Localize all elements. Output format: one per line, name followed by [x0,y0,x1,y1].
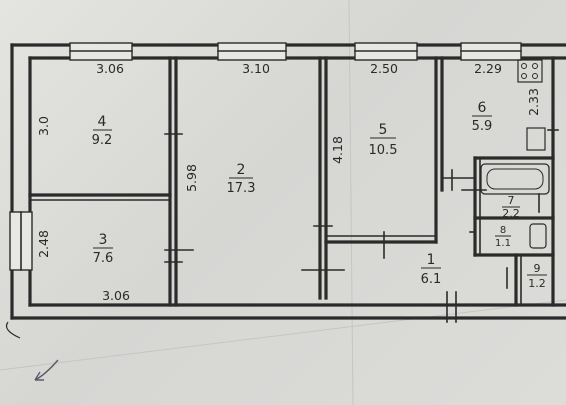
dim-side-room6: 2.33 [526,88,541,116]
room-7-number: 7 [508,194,515,207]
paper-fold-line [348,0,354,405]
kitchen-sink-icon [526,127,546,151]
dim-bottom-room3: 3.06 [102,288,130,303]
room-2-area: 17.3 [227,181,256,196]
room-8-number: 8 [500,225,506,236]
room-6-area: 5.9 [472,119,493,134]
dim-top-room4: 3.06 [96,61,124,76]
outer-walls [10,43,566,320]
stove-icon [517,59,543,83]
dim-top-room5: 2.50 [370,61,398,76]
room-labels: 4 9.2 2 17.3 3 7.6 5 10.5 6 5.9 1 6.1 7 … [92,100,547,290]
room-3-area: 7.6 [93,251,114,266]
room-1-area: 6.1 [421,272,442,287]
room-9-number: 9 [534,262,541,275]
room-5-area: 10.5 [369,143,398,158]
room-1-number: 1 [427,252,436,268]
room-9-area: 1.2 [528,277,546,290]
interior-walls [28,56,555,307]
dim-side-room3: 2.48 [36,230,51,258]
dim-top-room6: 2.29 [474,61,502,76]
room-6-number: 6 [478,100,487,116]
room-5-number: 5 [379,122,388,138]
room-3-number: 3 [99,232,108,248]
dimension-labels: 3.06 3.10 2.50 2.29 3.06 3.0 2.48 5.98 4… [36,61,541,303]
dim-side-room2: 5.98 [184,164,199,192]
room-2-number: 2 [237,162,246,178]
room-8-area: 1.1 [495,238,511,249]
washbasin-icon [529,223,547,249]
paper-fold-line-2 [0,299,566,371]
room-7-area: 2.2 [502,207,520,220]
room-4-area: 9.2 [92,133,113,148]
door-marks [164,129,559,323]
dim-side-room5: 4.18 [330,136,345,164]
room-4-number: 4 [98,114,107,130]
windows [9,42,522,271]
dim-side-room4: 3.0 [36,116,51,136]
entrance-arrow-icon [5,321,59,381]
bathtub-icon [480,163,550,213]
dim-top-room2: 3.10 [242,61,270,76]
